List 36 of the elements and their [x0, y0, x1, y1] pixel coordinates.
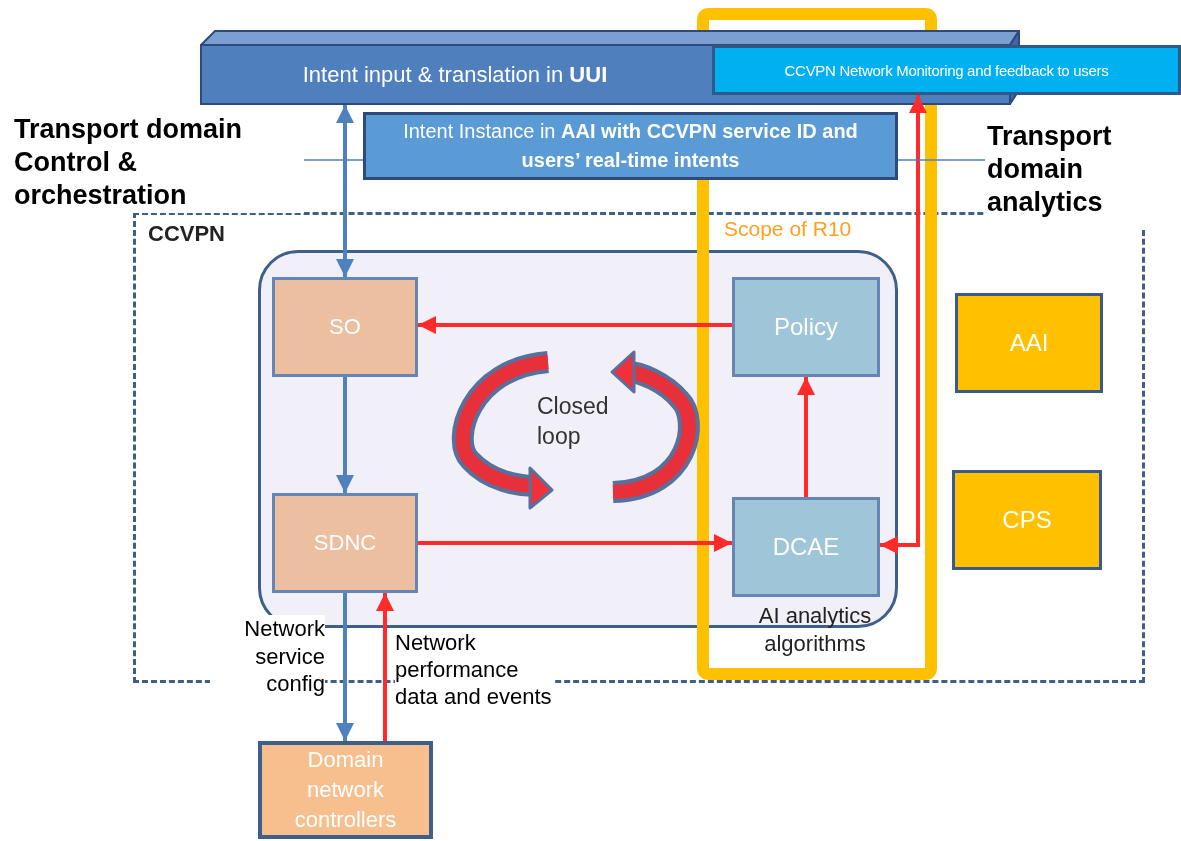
- component-box: [952, 470, 1102, 570]
- node-text: Intent input & translation in UUI: [301, 61, 609, 89]
- component-box: [732, 497, 880, 597]
- text-label: Scope of R10: [724, 216, 852, 242]
- text-label: Closed loop: [537, 392, 610, 451]
- node-text: SO: [329, 314, 361, 340]
- arrow: [797, 377, 815, 497]
- node-text: Domain network controllers: [293, 746, 398, 834]
- node-text: CCVPN Network Monitoring and feedback to users: [784, 61, 1109, 79]
- component-box: [955, 293, 1103, 393]
- arrow: [336, 593, 354, 741]
- node-text: CPS: [1002, 506, 1052, 534]
- node-text: Policy: [774, 313, 838, 341]
- intent-instance-box: [363, 112, 898, 180]
- node-text: Transport domain Control & orchestration: [13, 113, 244, 212]
- arrow: [336, 105, 354, 277]
- connector-line: [897, 159, 986, 161]
- node-text: CCVPN: [148, 221, 225, 247]
- arrow: [880, 95, 927, 554]
- text-label: Network service config: [210, 615, 325, 698]
- monitoring-box: [712, 45, 1181, 95]
- node-text: Transport domain analytics: [986, 120, 1113, 219]
- node-text: SDNC: [313, 530, 377, 556]
- component-box: [732, 277, 880, 377]
- node-label: AI analytics algorithms: [757, 602, 873, 657]
- node-text: DCAE: [772, 533, 840, 561]
- arrow: [336, 377, 354, 493]
- arrow: [418, 316, 732, 334]
- node-text: Intent Instance in AAI with CCVPN service ID and users’ real-time intents: [402, 119, 859, 173]
- arrow: [418, 534, 732, 552]
- component-box: [272, 277, 418, 377]
- component-box: [272, 493, 418, 593]
- arrow: [376, 593, 394, 741]
- node-text: AAI: [1009, 329, 1049, 357]
- controller-box: [258, 741, 433, 839]
- connector-line: [303, 159, 364, 161]
